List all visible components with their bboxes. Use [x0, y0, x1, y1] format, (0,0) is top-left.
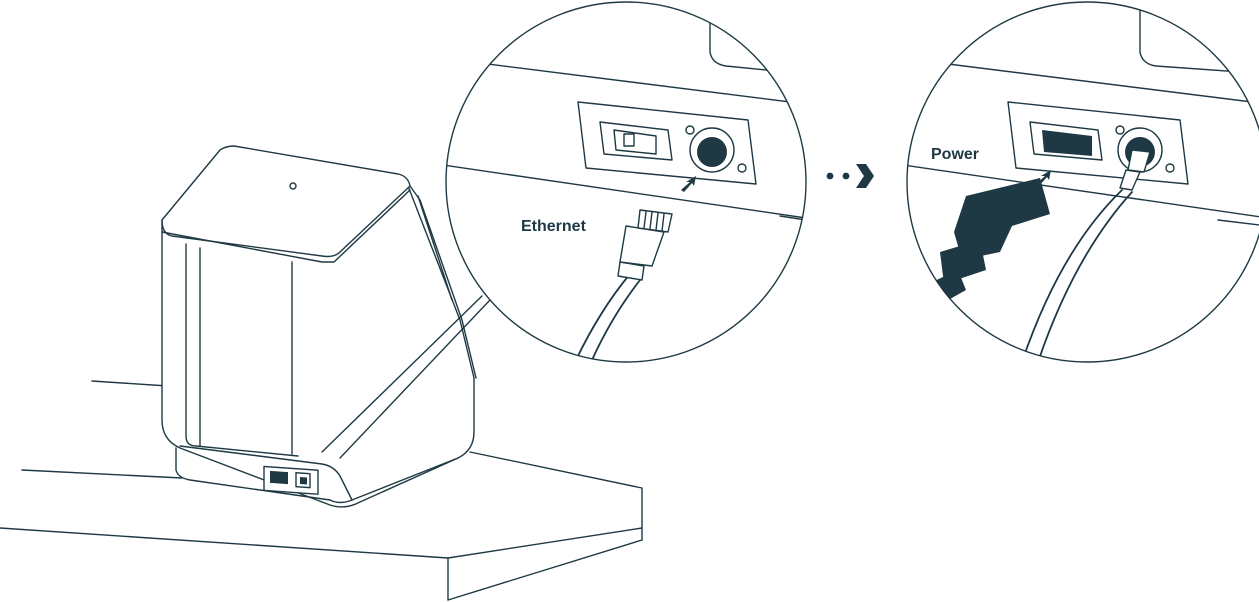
- ethernet-detail: Ethernet: [445, 1, 807, 363]
- power-detail: Power: [906, 1, 1259, 363]
- device: [161, 145, 477, 508]
- shelf: [0, 380, 643, 601]
- ethernet-label: Ethernet: [521, 218, 587, 235]
- power-label: Power: [931, 146, 979, 163]
- dotted-chevron-right-icon: [826, 164, 874, 188]
- callout-lines: [321, 295, 491, 459]
